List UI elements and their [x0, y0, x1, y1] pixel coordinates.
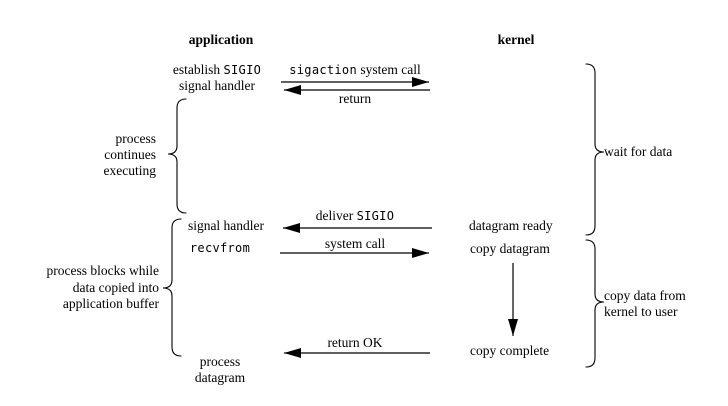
- application-column-header: application: [188, 32, 254, 47]
- return-label: return: [338, 91, 372, 106]
- establish-sigio-line: establish SIGIO: [172, 62, 262, 77]
- deliver-sigio-label: deliver SIGIO: [315, 208, 395, 224]
- process-datagram-label: process datagram: [194, 354, 246, 385]
- process-blocks-brace: [162, 218, 182, 357]
- system-call-label: system call: [324, 236, 386, 251]
- kernel-column-header: kernel: [497, 32, 535, 47]
- return-ok-label: return OK: [327, 335, 383, 350]
- signal-handler-label: signal handler: [187, 218, 265, 233]
- process-continues-annotation: process continues executing: [103, 131, 156, 178]
- signal-handler-line: signal handler: [178, 78, 256, 93]
- process-blocks-annotation: process blocks while data copied into ap…: [46, 263, 159, 311]
- recvfrom-label: recvfrom: [189, 241, 251, 255]
- copy-datagram-label: copy datagram: [470, 241, 550, 256]
- wait-for-data-brace: [585, 63, 605, 236]
- establish-sigio-handler-label: establish SIGIO signal handler: [147, 62, 287, 93]
- copy-data-annotation: copy data from kernel to user: [604, 288, 686, 319]
- wait-for-data-annotation: wait for data: [604, 144, 673, 159]
- copy-data-brace: [585, 239, 605, 368]
- datagram-ready-label: datagram ready: [469, 218, 553, 233]
- sigaction-system-call-label: sigaction system call: [289, 62, 421, 78]
- copy-complete-label: copy complete: [470, 343, 550, 358]
- process-continues-brace: [167, 98, 187, 214]
